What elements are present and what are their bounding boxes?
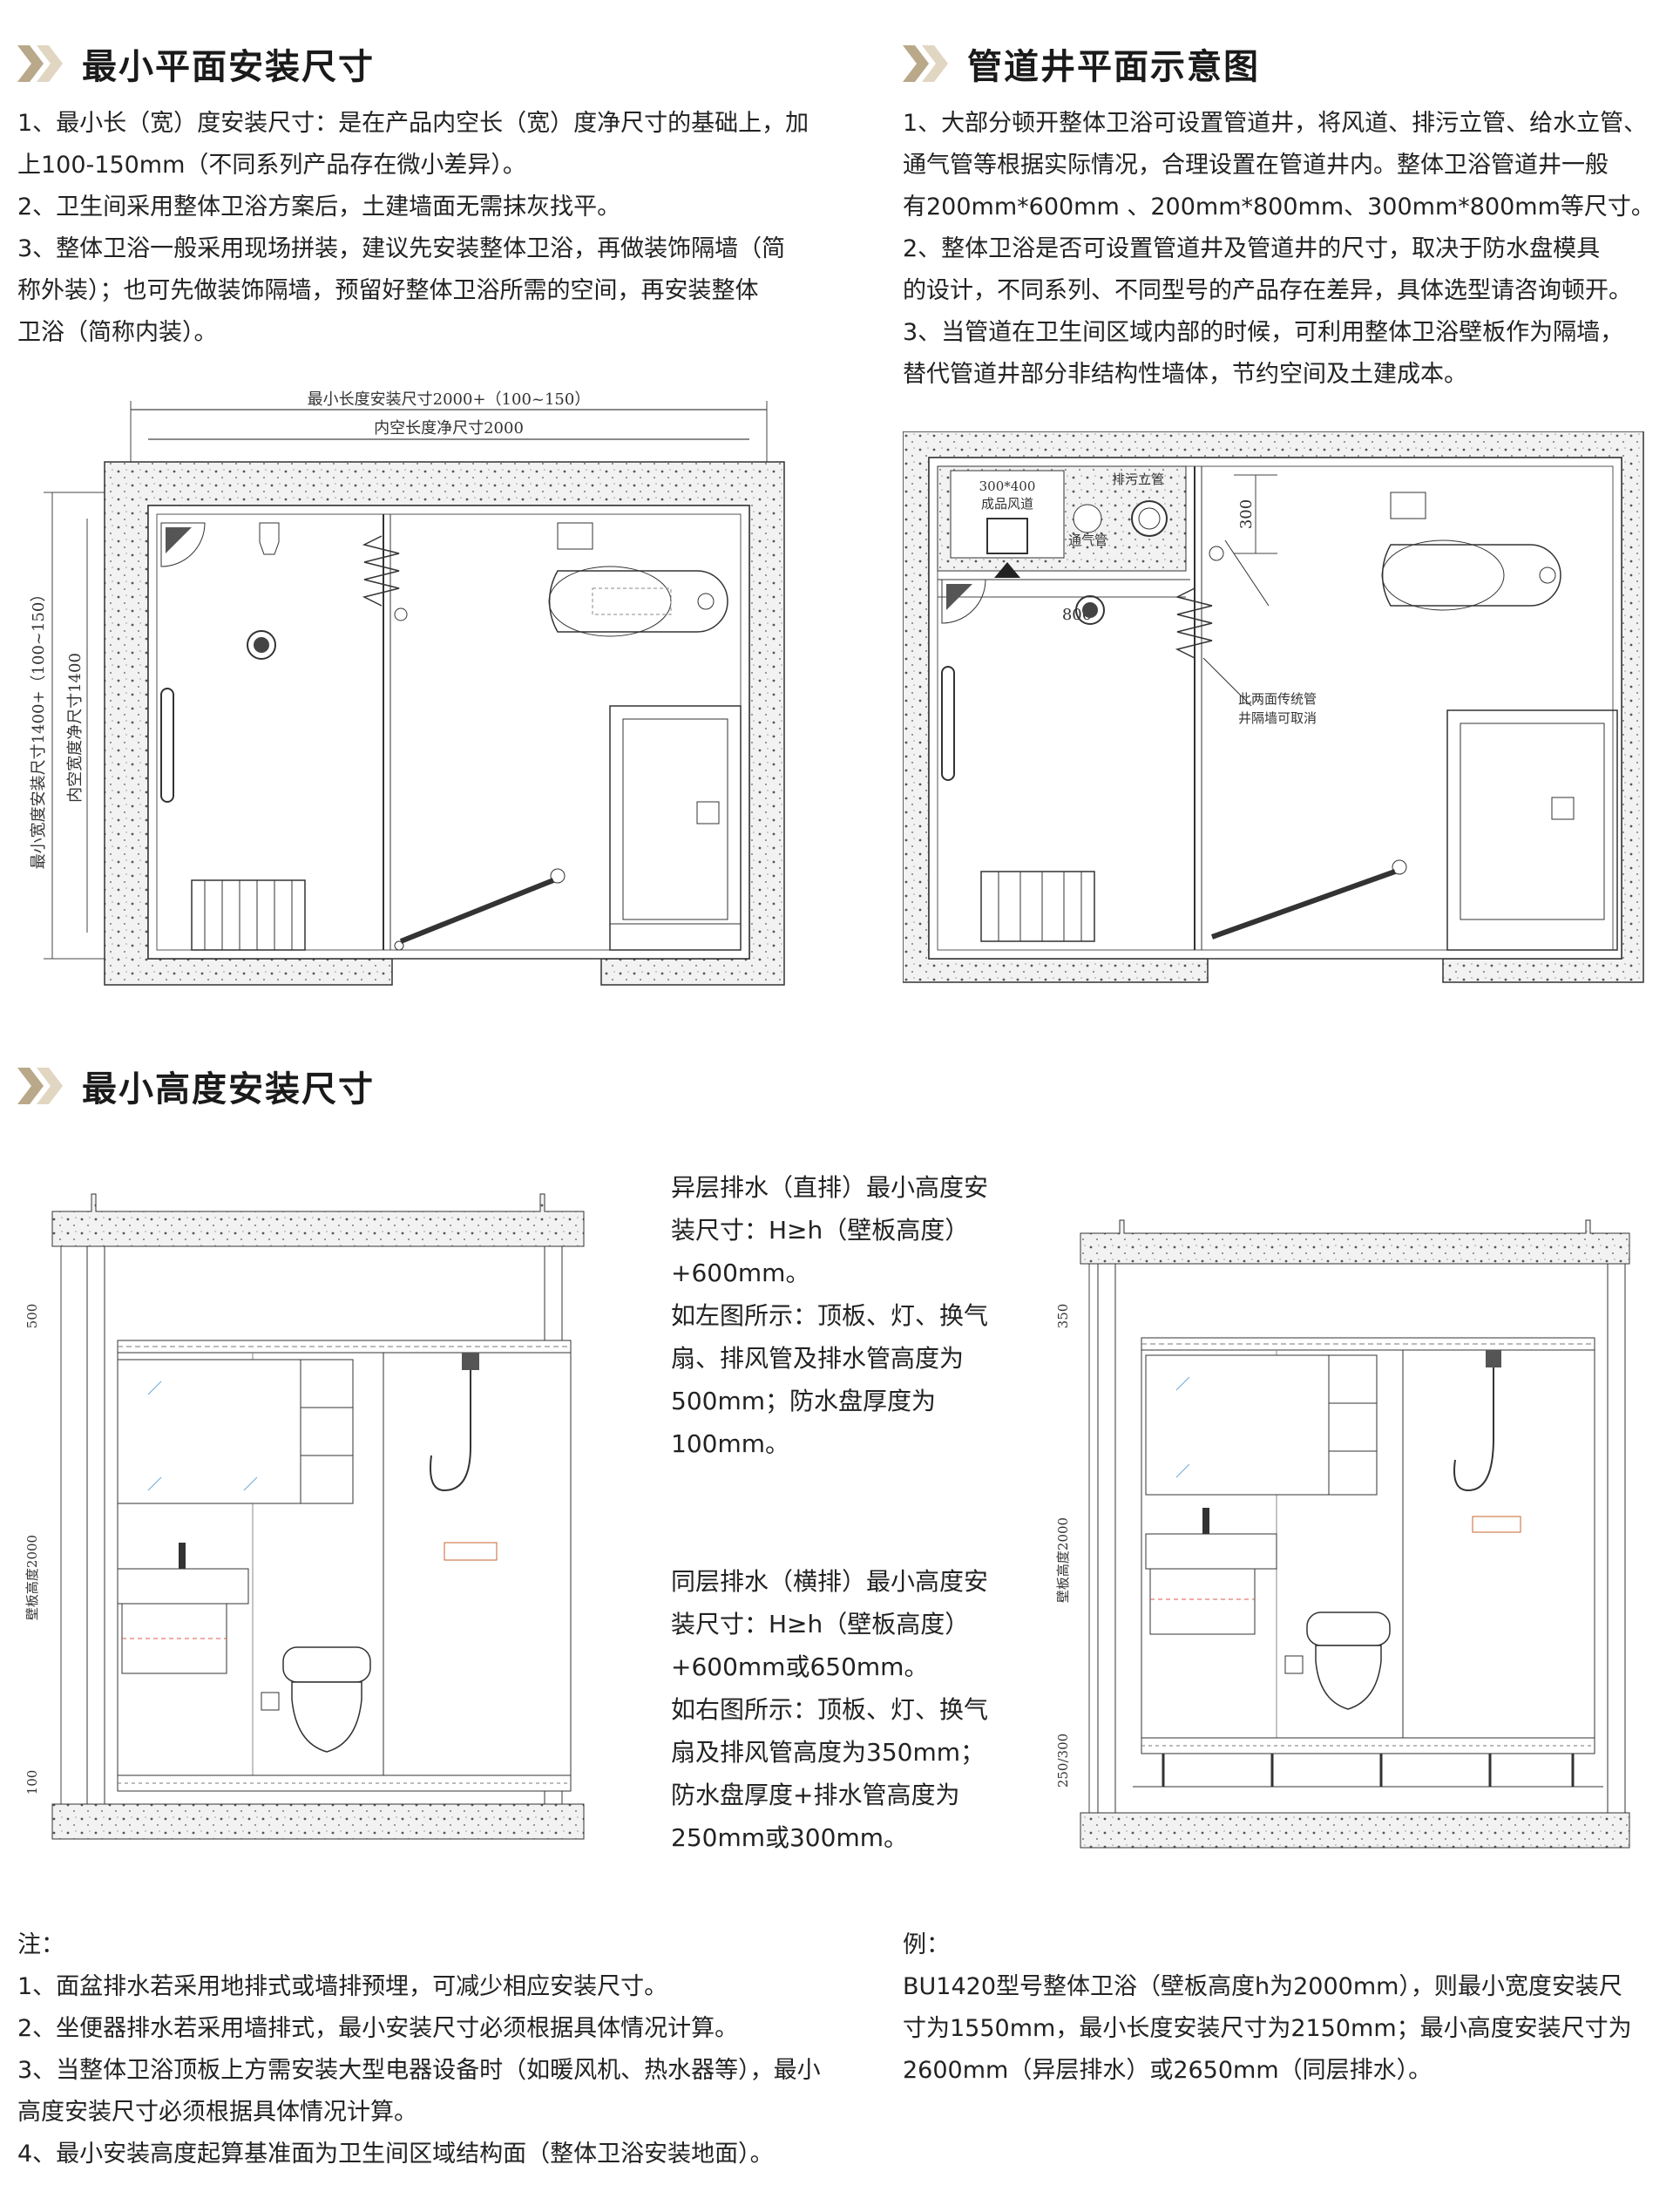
text-line: +600mm。 <box>671 1259 810 1287</box>
plan-drawing-min-size: 最小长度安装尺寸2000+（100~150） 内空长度净尺寸2000 最小宽度安… <box>30 390 785 986</box>
text-line: 卫浴（简称内装）。 <box>17 319 218 346</box>
double-chevron-icon <box>903 45 948 82</box>
text-line: 通气管等根据实际情况，合理设置在管道井内。整体卫浴管道井一般 <box>903 152 1609 179</box>
dim-inner-length: 内空长度净尺寸2000 <box>374 419 524 438</box>
text-line: 2、卫生间采用整体卫浴方案后，土建墙面无需抹灰找平。 <box>17 193 621 221</box>
dim-100: 100 <box>24 1770 40 1795</box>
double-chevron-icon <box>17 45 63 82</box>
text-line: 如左图所示：顶板、灯、换气 <box>671 1301 989 1330</box>
text-line: 的设计，不同系列、不同型号的产品存在差异，具体选型请咨询顿开。 <box>903 277 1632 304</box>
notes-title: 注： <box>17 1931 64 1958</box>
note-line-2: 井隔墙可取消 <box>1238 710 1317 726</box>
dim-350: 350 <box>1055 1304 1071 1329</box>
text-line: 3、当管道在卫生间区域内部的时候，可利用整体卫浴壁板作为隔墙， <box>903 319 1624 346</box>
vent-pipe-label: 通气管 <box>1068 533 1107 548</box>
text-line: 3、整体卫浴一般采用现场拼装，建议先安装整体卫浴，再做装饰隔墙（简 <box>17 235 786 262</box>
same-floor-drain-description: 同层排水（横排）最小高度安 装尺寸：H≥h（壁板高度） +600mm或650mm… <box>671 1560 993 1859</box>
text-line: 装尺寸：H≥h（壁板高度） <box>671 1610 970 1639</box>
section-header-min-height: 最小高度安装尺寸 <box>16 1061 375 1111</box>
text-line: 防水盘厚度+排水管高度为 <box>671 1781 960 1809</box>
section-title: 最小高度安装尺寸 <box>82 1069 375 1109</box>
dim-inner-width: 内空宽度净尺寸1400 <box>66 653 85 803</box>
example-line: 寸为1550mm，最小长度安装尺寸为2150mm；最小高度安装尺寸为 <box>903 2015 1632 2042</box>
text-line: 替代管道井部分非结构性墙体，节约空间及土建成本。 <box>903 361 1467 388</box>
note-line: 4、最小安装高度起算基准面为卫生间区域结构面（整体卫浴安装地面）。 <box>17 2141 774 2168</box>
shaft-label-duct: 成品风道 <box>981 496 1033 512</box>
text-line: 如右图所示：顶板、灯、换气 <box>671 1695 989 1724</box>
section-header-min-plane: 最小平面安装尺寸 <box>16 38 375 89</box>
note-line: 高度安装尺寸必须根据具体情况计算。 <box>17 2099 417 2126</box>
example-line: 2600mm（异层排水）或2650mm（同层排水）。 <box>903 2057 1433 2084</box>
note-line: 3、当整体卫浴顶板上方需安装大型电器设备时（如暖风机、热水器等），最小 <box>17 2057 821 2084</box>
section-title: 管道井平面示意图 <box>967 47 1260 87</box>
example-line: BU1420型号整体卫浴（壁板高度h为2000mm），则最小宽度安装尺 <box>903 1973 1622 2000</box>
text-line: 装尺寸：H≥h（壁板高度） <box>671 1216 970 1245</box>
example-block: 例： BU1420型号整体卫浴（壁板高度h为2000mm），则最小宽度安装尺 寸… <box>903 1924 1661 2092</box>
dim-wall-2000: 壁板高度2000 <box>1055 1517 1071 1603</box>
direct-drain-description: 异层排水（直排）最小高度安 装尺寸：H≥h（壁板高度） +600mm。 如左图所… <box>671 1166 993 1465</box>
note-line: 2、坐便器排水若采用墙排式，最小安装尺寸必须根据具体情况计算。 <box>17 2015 739 2042</box>
pipe-shaft-paragraph: 1、大部分顿开整体卫浴可设置管道井，将风道、排污立管、给水立管、 通气管等根据实… <box>903 103 1661 396</box>
text-line: 称外装）；也可先做装饰隔墙，预留好整体卫浴所需的空间，再安装整体 <box>17 277 759 304</box>
notes-block: 注： 1、面盆排水若采用地排式或墙排预埋，可减少相应安装尺寸。 2、坐便器排水若… <box>17 1924 889 2175</box>
dim-outer-width: 最小宽度安装尺寸1400+（100~150） <box>30 587 48 870</box>
example-title: 例： <box>903 1931 950 1958</box>
note-line: 1、面盆排水若采用地排式或墙排预埋，可减少相应安装尺寸。 <box>17 1973 668 2000</box>
text-line: 有200mm*600mm 、200mm*800mm、300mm*800mm等尺寸… <box>903 193 1655 221</box>
note-line-1: 此两面传统管 <box>1238 691 1317 707</box>
text-line: 1、最小长（宽）度安装尺寸：是在产品内空长（宽）度净尺寸的基础上，加 <box>17 110 809 137</box>
elevation-drawing-direct-drain: 500 壁板高度2000 100 <box>24 1193 585 1840</box>
section-title: 最小平面安装尺寸 <box>82 47 375 87</box>
text-line: 100mm。 <box>671 1429 789 1458</box>
dim-300: 300 <box>1237 499 1256 529</box>
text-line: 扇及排风管高度为350mm； <box>671 1738 985 1767</box>
text-line: 2、整体卫浴是否可设置管道井及管道井的尺寸，取决于防水盘模具 <box>903 235 1601 262</box>
text-line: +600mm或650mm。 <box>671 1652 929 1681</box>
section-header-pipe-shaft: 管道井平面示意图 <box>901 38 1260 89</box>
text-line: 同层排水（横排）最小高度安 <box>671 1567 989 1596</box>
dim-outer-length: 最小长度安装尺寸2000+（100~150） <box>308 390 591 409</box>
plan-drawing-pipe-shaft: 300*400 成品风道 排污立管 通气管 300 800 此两面传统管 井隔墙… <box>903 431 1644 983</box>
dim-wall-2000: 壁板高度2000 <box>24 1535 40 1620</box>
sewer-pipe-label: 排污立管 <box>1112 472 1164 487</box>
dim-500: 500 <box>24 1304 40 1329</box>
text-line: 扇、排风管及排水管高度为 <box>671 1344 965 1373</box>
shaft-label-size: 300*400 <box>979 478 1036 494</box>
text-line: 异层排水（直排）最小高度安 <box>671 1173 989 1202</box>
dim-250-300: 250/300 <box>1055 1734 1071 1788</box>
text-line: 1、大部分顿开整体卫浴可设置管道井，将风道、排污立管、给水立管、 <box>903 110 1648 137</box>
elevation-drawing-same-floor-drain: 350 壁板高度2000 250/300 <box>1055 1219 1630 1849</box>
text-line: 250mm或300mm。 <box>671 1823 908 1852</box>
text-line: 上100-150mm（不同系列产品存在微小差异）。 <box>17 152 526 179</box>
min-plane-paragraph: 1、最小长（宽）度安装尺寸：是在产品内空长（宽）度净尺寸的基础上，加 上100-… <box>17 103 819 354</box>
double-chevron-icon <box>17 1068 63 1104</box>
text-line: 500mm；防水盘厚度为 <box>671 1387 936 1415</box>
